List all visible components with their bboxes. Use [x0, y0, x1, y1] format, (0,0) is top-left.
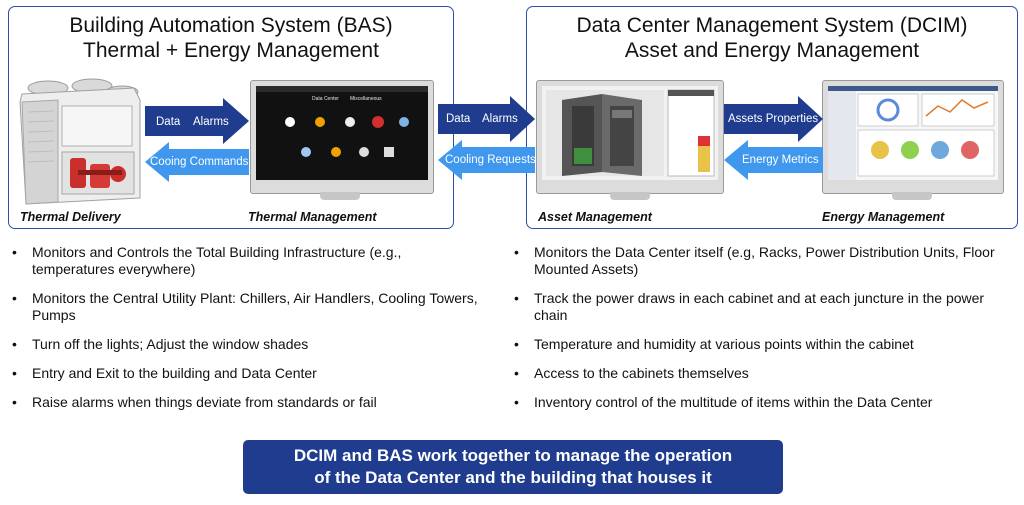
energy-dashboard-screen	[828, 86, 998, 180]
bas-title: Building Automation System (BAS) Thermal…	[69, 14, 393, 62]
thermal-management-monitor: Data Center Miscellaneous	[250, 80, 434, 200]
list-item: Monitors and Controls the Total Building…	[8, 244, 478, 278]
list-item: Monitors the Central Utility Plant: Chil…	[8, 290, 478, 324]
asset-dashboard-screen	[542, 86, 718, 180]
link-arrow-data-label: Data	[446, 113, 471, 125]
caption-thermal-delivery: Thermal Delivery	[20, 210, 121, 224]
list-item: Turn off the lights; Adjust the window s…	[8, 336, 478, 353]
energy-metrics-arrow	[724, 140, 823, 180]
list-item: Access to the cabinets themselves	[510, 365, 1015, 382]
screen-title-misc: Miscellaneous	[350, 96, 382, 102]
list-item: Inventory control of the multitude of it…	[510, 394, 1015, 411]
assets-properties-label: Assets Properties	[728, 113, 819, 125]
assets-properties-arrow	[724, 96, 823, 142]
chiller-unit-image	[19, 78, 141, 205]
list-item: Track the power draws in each cabinet an…	[510, 290, 1015, 324]
dcim-bullet-list: Monitors the Data Center itself (e.g, Ra…	[510, 244, 1015, 423]
caption-thermal-management: Thermal Management	[248, 210, 377, 224]
screen-title-data-center: Data Center	[312, 96, 339, 102]
list-item: Temperature and humidity at various poin…	[510, 336, 1015, 353]
list-item: Entry and Exit to the building and Data …	[8, 365, 478, 382]
cooling-requests-label: Cooling Requests	[445, 154, 536, 166]
asset-management-monitor	[536, 80, 724, 200]
cooling-requests-arrow	[438, 140, 535, 180]
list-item: Raise alarms when things deviate from st…	[8, 394, 478, 411]
link-arrow-alarms-label: Alarms	[482, 113, 518, 125]
cooling-commands-label: Cooing Commands	[150, 156, 249, 168]
bas-arrow-data-label: Data	[156, 116, 181, 128]
caption-energy-management: Energy Management	[822, 210, 945, 224]
thermal-dashboard-screen: Data Center Miscellaneous	[256, 86, 428, 180]
bas-bullet-list: Monitors and Controls the Total Building…	[8, 244, 478, 423]
dcim-title: Data Center Management System (DCIM) Ass…	[576, 14, 968, 62]
summary-banner: DCIM and BAS work together to manage the…	[243, 440, 783, 494]
data-alarms-arrow-bas	[145, 98, 249, 144]
energy-metrics-label: Energy Metrics	[742, 154, 819, 166]
bas-arrow-alarms-label: Alarms	[193, 116, 229, 128]
list-item: Monitors the Data Center itself (e.g, Ra…	[510, 244, 1015, 278]
caption-asset-management: Asset Management	[538, 210, 652, 224]
cooling-commands-arrow	[145, 142, 249, 182]
energy-management-monitor	[822, 80, 1004, 200]
data-alarms-arrow-link	[438, 96, 535, 142]
